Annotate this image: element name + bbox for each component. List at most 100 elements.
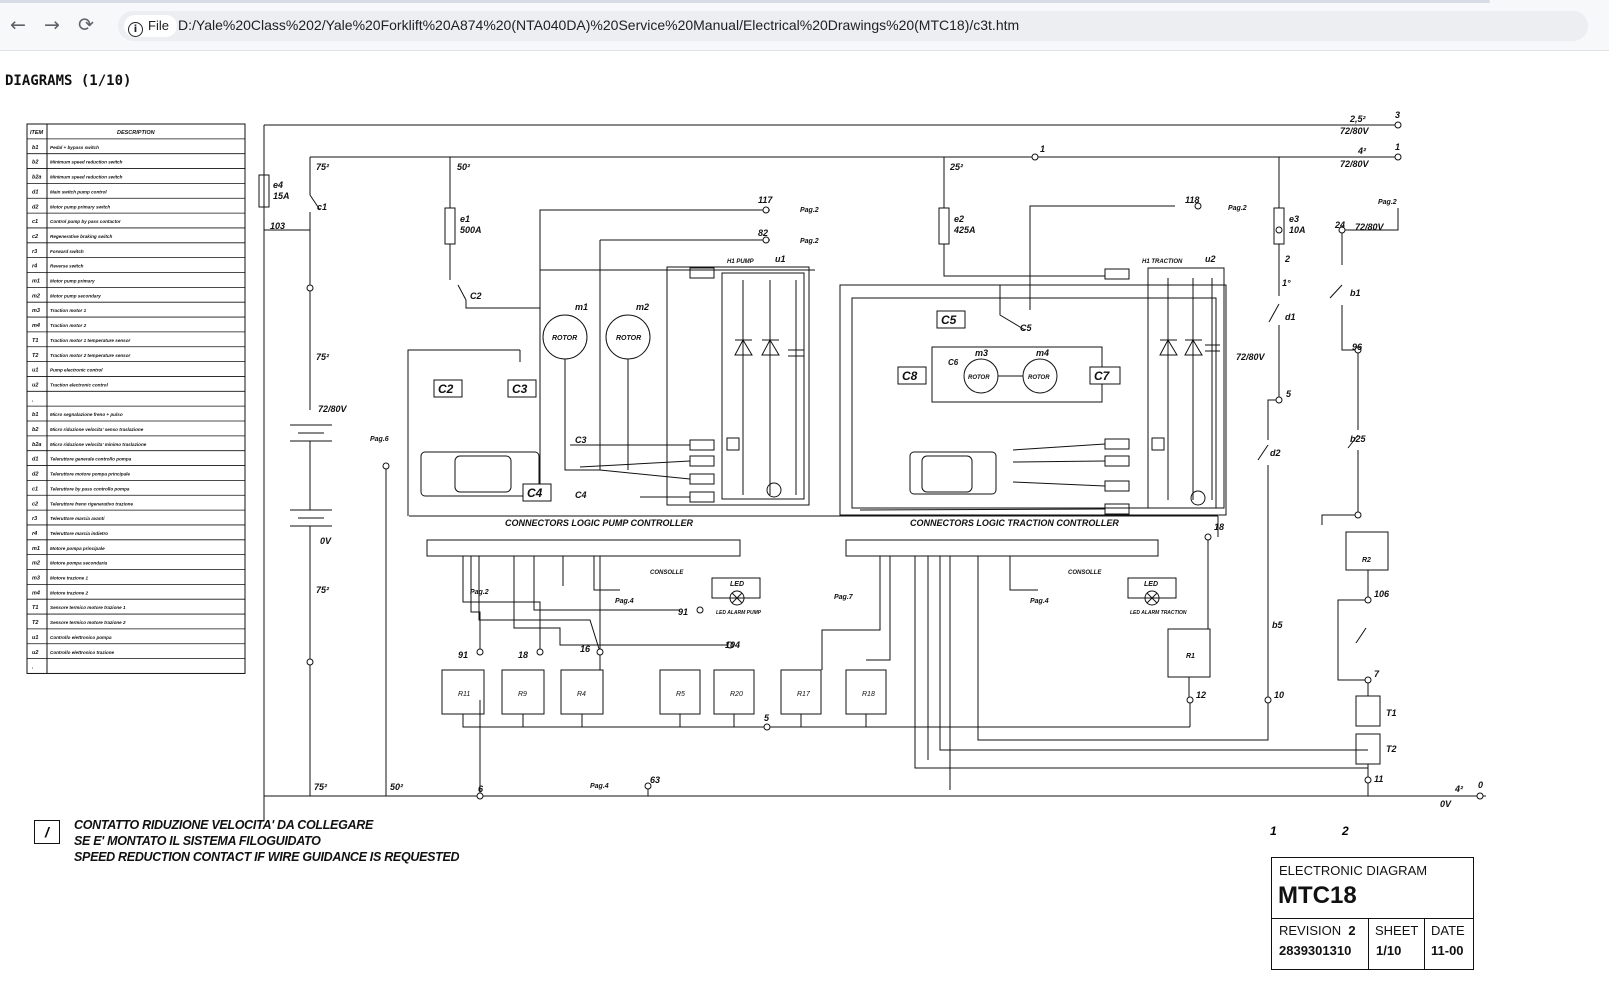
label-R2: R2	[1362, 557, 1371, 564]
relay-label-r9: R9	[518, 691, 527, 698]
chip-label: File	[148, 18, 169, 33]
relay-label-r4: R4	[577, 691, 586, 698]
legend-item-code: b2	[32, 160, 38, 166]
label-c4-switch: C4	[575, 490, 587, 500]
relay-label-r20: R20	[730, 691, 743, 698]
legend-item-code: m3	[32, 576, 40, 582]
label-console-traction: CONSOLLE	[1068, 570, 1102, 576]
label-R1: R1	[1186, 653, 1195, 660]
legend-item-code: .	[32, 397, 34, 403]
legend-item-code: b1	[32, 412, 38, 418]
legend-item-desc: Motor pump primary switch	[50, 204, 110, 209]
legend-item-desc: Traction motor 1 temperature sensor	[50, 338, 131, 343]
tag-c7: C7	[1094, 369, 1111, 383]
legend-item-code: d1	[32, 457, 38, 463]
label-fuse-e1-val: 500A	[460, 225, 482, 235]
legend-item-desc: Traction motor 2	[50, 323, 87, 328]
arrow-right-icon[interactable]: →	[44, 14, 60, 36]
date-label: DATE	[1431, 923, 1465, 938]
legend-item-desc: Micro segnalazione freno + pulso	[50, 412, 123, 417]
legend-item-code: m1	[32, 279, 40, 285]
relay-label-r18: R18	[862, 691, 875, 698]
relay-label-r17: R17	[797, 691, 811, 698]
label-fuse-e1: e1	[460, 214, 470, 224]
label-switch-c1: c1	[317, 202, 327, 212]
legend-item-code: b2a	[32, 175, 41, 181]
label-rotor-4: ROTOR	[1028, 375, 1050, 381]
label-w4-0: 4²	[1454, 784, 1464, 794]
label-w24: 24	[1334, 220, 1345, 230]
revision-value: 2	[1348, 923, 1356, 938]
legend-item-desc: Micro riduzione velocita' minimo traslaz…	[50, 442, 147, 447]
legend-item-desc: Minimum speed reduction switch	[50, 160, 123, 165]
label-w91a: 91	[458, 650, 468, 660]
label-led-pump: LED	[730, 581, 744, 588]
wire-guidance-note: CONTATTO RIDUZIONE VELOCITA' DA COLLEGAR…	[74, 817, 460, 865]
reload-icon[interactable]: ⟳	[78, 14, 94, 36]
legend-header-item: ITEM	[30, 130, 44, 136]
legend-item-desc: Main switch pump control	[50, 189, 107, 194]
legend-item-code: c2	[32, 234, 38, 240]
label-T2: T2	[1386, 744, 1397, 754]
label-led-alarm-traction: LED ALARM TRACTION	[1130, 610, 1187, 616]
legend-item-code: u1	[32, 635, 38, 641]
legend-item-code: T2	[32, 353, 38, 359]
page-title: DIAGRAMS (1/10)	[5, 73, 132, 89]
legend-item-code: d2	[32, 204, 38, 210]
legend-item-desc: Pump electronic control	[50, 368, 103, 373]
label-led-traction: LED	[1144, 581, 1158, 588]
label-w106: 106	[1374, 589, 1390, 599]
label-led-alarm-pump: LED ALARM PUMP	[716, 610, 762, 616]
legend-item-desc: Teleruttore freno rigenerativo trazione	[50, 501, 133, 506]
sheet-label: SHEET	[1375, 923, 1419, 938]
legend-item-code: T2	[32, 620, 38, 626]
date-value: 11-00	[1431, 943, 1464, 958]
label-fuse-e4: e4	[273, 180, 283, 190]
label-c3-switch: C3	[575, 435, 587, 445]
url-text[interactable]: D:/Yale%20Class%202/Yale%20Forklift%20A8…	[178, 17, 1020, 33]
note-marker: /	[34, 820, 60, 844]
legend-item-code: b2	[32, 427, 38, 433]
label-m3: m3	[975, 348, 988, 358]
legend-item-code: r3	[32, 249, 37, 255]
legend-item-code: d2	[32, 472, 38, 478]
legend-item-code: T1	[32, 605, 38, 611]
label-w82: 82	[758, 228, 768, 238]
label-w75-2: 75²	[316, 352, 330, 362]
label-pag2-a: Pag.2	[800, 207, 819, 214]
label-pag4-c: Pag.4	[1030, 598, 1049, 605]
label-fuse-e4-val: 15A	[273, 191, 290, 201]
legend-item-desc: Pedal + bypass switch	[50, 145, 99, 150]
legend-item-code: b2a	[32, 442, 41, 448]
title-block-caption: ELECTRONIC DIAGRAM	[1279, 863, 1428, 878]
legend-item-desc: Traction motor 1	[50, 308, 87, 313]
legend-item-code: m3	[32, 308, 40, 314]
legend-item-code: r3	[32, 516, 37, 522]
revision-label: REVISION 2	[1279, 923, 1356, 938]
legend-item-desc: Controllo elettronico pompa	[50, 635, 112, 640]
label-node-0: 0	[1478, 780, 1483, 790]
legend-item-desc: Traction motor 2 temperature sensor	[50, 353, 131, 358]
label-pag2-b: Pag.2	[800, 238, 819, 245]
legend-item-code: d1	[32, 189, 38, 195]
label-wire-103: 103	[270, 221, 285, 231]
label-fuse-e3-val: 10A	[1289, 225, 1306, 235]
label-m2: m2	[636, 302, 649, 312]
label-w75-1: 75²	[316, 162, 330, 172]
tag-c4: C4	[527, 486, 543, 500]
legend-item-code: .	[32, 665, 34, 671]
label-node-1: 1	[1395, 142, 1400, 152]
label-pag6: Pag.6	[370, 436, 389, 443]
legend-item-desc: Regenerative braking switch	[50, 234, 112, 239]
arrow-left-icon[interactable]: ←	[10, 14, 26, 36]
note-line-2: SE E' MONTATO IL SISTEMA FILOGUIDATO	[74, 834, 321, 848]
label-conn-traction: CONNECTORS LOGIC TRACTION CONTROLLER	[910, 518, 1119, 528]
legend-item-desc: Teleruttore motore pompa principale	[50, 472, 130, 477]
label-h1-traction: H1 TRACTION	[1142, 259, 1183, 265]
column-mark-1: 1	[1270, 824, 1277, 838]
label-w63: 63	[650, 775, 660, 785]
label-w11: 11	[1374, 774, 1383, 784]
